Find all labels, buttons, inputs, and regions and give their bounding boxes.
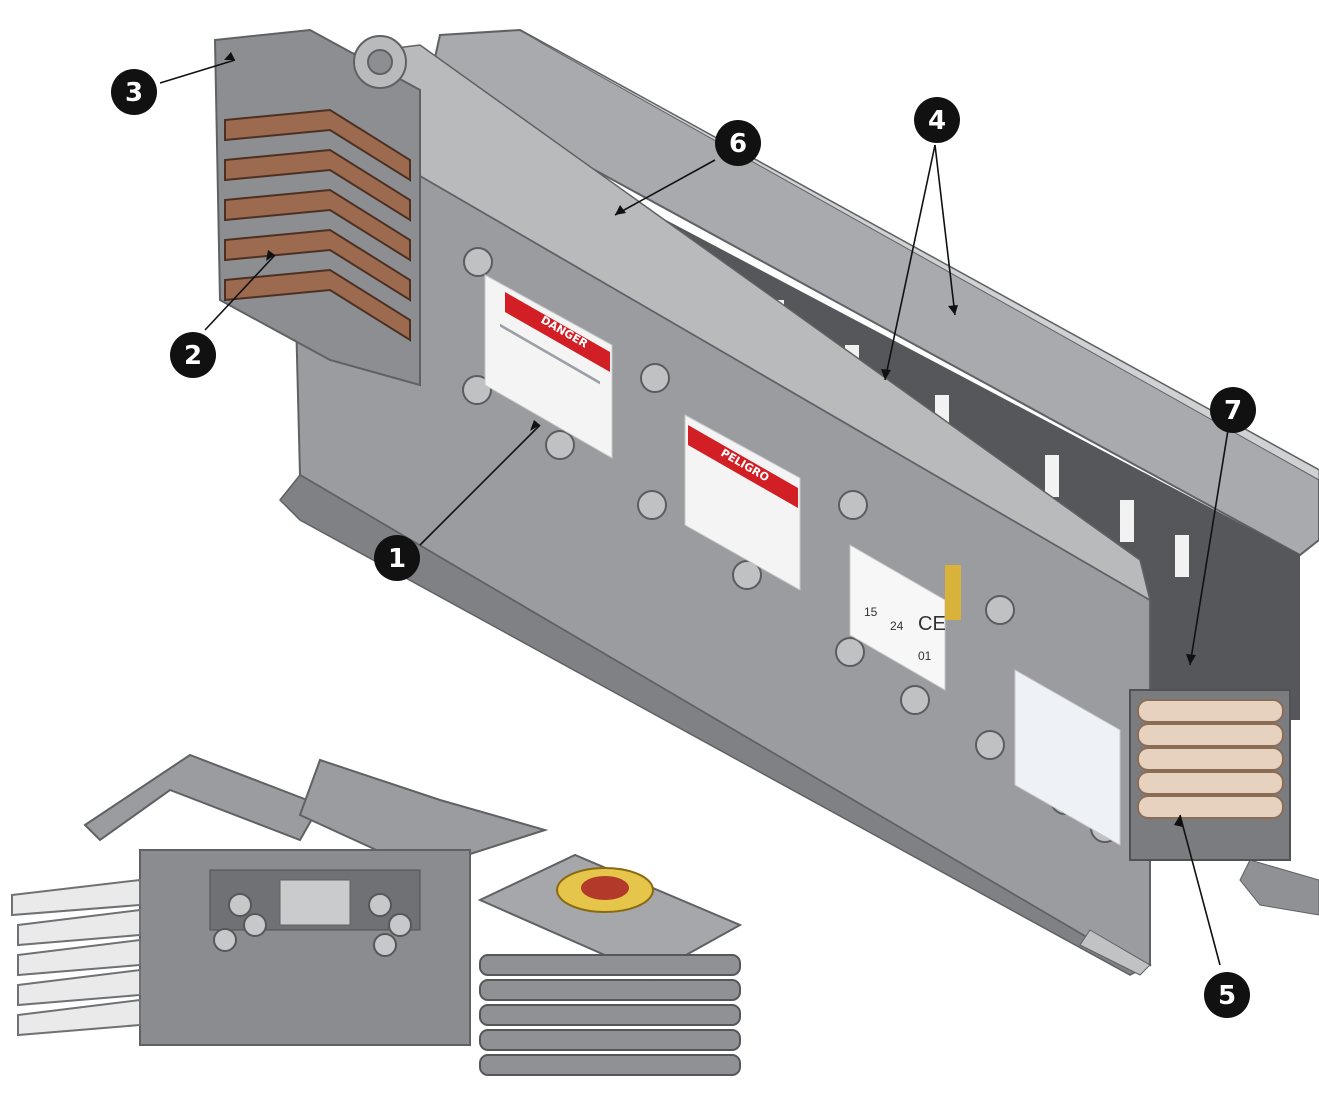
- callout-4: 4: [914, 97, 960, 143]
- callout-1-number: 1: [388, 544, 406, 574]
- cert-code-2: 24: [890, 619, 904, 633]
- callout-5: 5: [1204, 972, 1250, 1018]
- info-label: [1014, 669, 1121, 846]
- cert-code-1: 15: [864, 605, 878, 619]
- copper-bars: [224, 108, 411, 342]
- end-busbars: [1137, 699, 1284, 819]
- callout-3-number: 3: [125, 78, 143, 108]
- callout-7-number: 7: [1224, 396, 1242, 426]
- elbow-left-bars: [11, 878, 141, 1037]
- callout-4-number: 4: [928, 106, 946, 136]
- cert-code-3: 01: [918, 649, 932, 663]
- right-foot: [1079, 929, 1151, 976]
- elbow-right-joint: [477, 853, 743, 1076]
- callout-leaders: [159, 59, 1229, 966]
- callout-2-number: 2: [184, 341, 202, 371]
- callout-6: 6: [715, 120, 761, 166]
- right-rail-foot: [1239, 859, 1319, 916]
- callout-2: 2: [170, 332, 216, 378]
- callout-6-number: 6: [729, 129, 747, 159]
- callout-3: 3: [111, 69, 157, 115]
- certification-label: CE 15 24 01: [849, 544, 946, 691]
- danger-label: DANGER: [484, 274, 613, 459]
- ce-mark: CE: [918, 613, 946, 635]
- callout-7: 7: [1210, 387, 1256, 433]
- joint-pack: [213, 28, 421, 387]
- busway-elbow-fitting: [11, 753, 743, 1076]
- callout-1: 1: [374, 535, 420, 581]
- callout-arrowheads: [224, 52, 1196, 827]
- callout-5-number: 5: [1218, 981, 1236, 1011]
- yellow-tag: [945, 565, 961, 620]
